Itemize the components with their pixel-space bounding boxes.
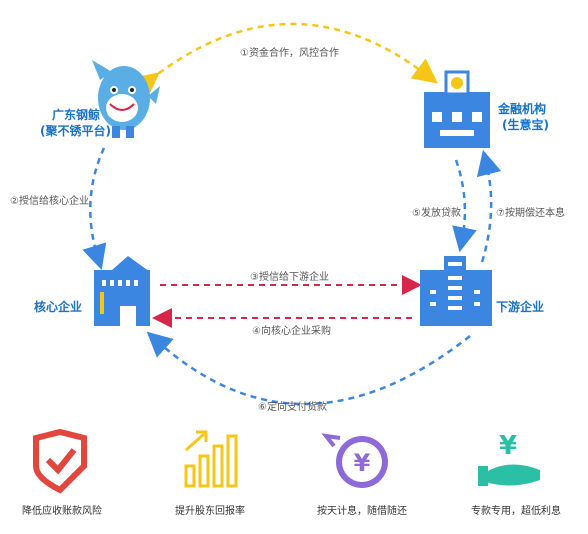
flow-label-7: ⑦按期偿还本息 bbox=[496, 208, 565, 219]
office-building-icon bbox=[420, 256, 492, 326]
flow-arrow-6 bbox=[146, 331, 471, 406]
flow-arrow-2 bbox=[82, 147, 107, 270]
flow-arrow-1 bbox=[132, 22, 438, 98]
platform-name: 广东钢鲸 bbox=[52, 108, 101, 122]
downstream-enterprise-label: 下游企业 bbox=[496, 300, 545, 314]
bank-building-icon bbox=[424, 70, 490, 148]
platform-sub: (聚不锈平台) bbox=[40, 124, 111, 138]
factory-building-icon bbox=[94, 256, 150, 326]
yen-hand-icon: ¥ bbox=[478, 431, 540, 486]
bar-chart-up-icon bbox=[184, 430, 238, 488]
shark-mascot-icon bbox=[92, 60, 160, 138]
svg-text:¥: ¥ bbox=[354, 449, 371, 477]
svg-text:¥: ¥ bbox=[499, 431, 517, 461]
feature-label-2: 提升股东回报率 bbox=[175, 506, 245, 517]
feature-label-3: 按天计息，随借随还 bbox=[317, 506, 407, 517]
flow-label-2: ②授信给核心企业 bbox=[10, 196, 89, 207]
flow-label-1: ①资金合作，风控合作 bbox=[240, 48, 339, 59]
flow-label-5: ⑤发放贷款 bbox=[412, 208, 461, 219]
flow-arrow-5 bbox=[452, 159, 477, 253]
core-enterprise-label: 核心企业 bbox=[34, 300, 83, 314]
feature-label-4: 专款专用，超低利息 bbox=[471, 506, 561, 517]
yen-cycle-icon: ¥ bbox=[321, 433, 388, 488]
flow-label-6: ⑥定向支付货款 bbox=[258, 402, 327, 413]
feature-label-1: 降低应收账款风险 bbox=[22, 506, 102, 517]
flow-arrow-7 bbox=[476, 149, 502, 263]
shield-check-icon bbox=[33, 428, 87, 494]
flow-label-4: ④向核心企业采购 bbox=[252, 326, 331, 337]
bank-sub: (生意宝) bbox=[502, 118, 549, 132]
bank-name: 金融机构 bbox=[498, 102, 547, 116]
flow-label-3: ③授信给下游企业 bbox=[250, 272, 329, 283]
